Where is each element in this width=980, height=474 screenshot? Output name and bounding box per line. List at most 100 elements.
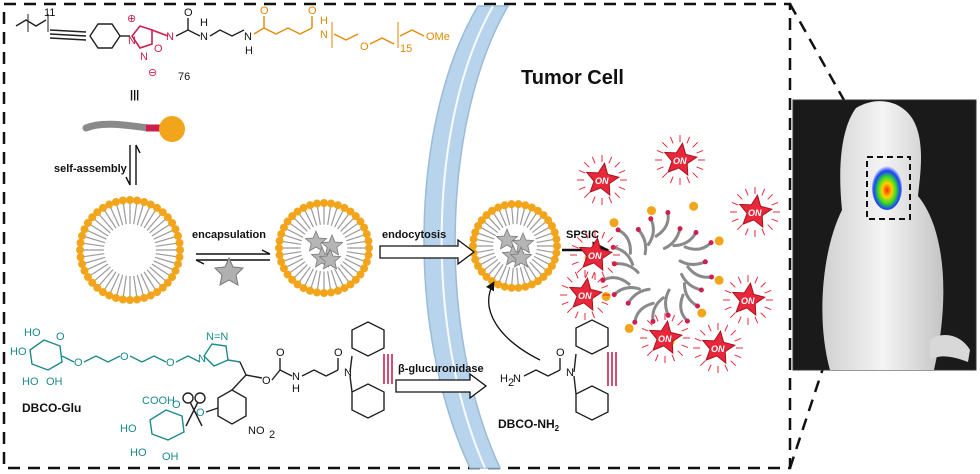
cleaved-tail (601, 276, 631, 286)
glow-ray (767, 224, 774, 231)
lipid-head (111, 198, 120, 207)
on-star-label: ON (588, 251, 602, 261)
on-star: ON (693, 323, 743, 373)
lipid-tail (310, 270, 318, 289)
lipid-tail (523, 265, 532, 282)
glow-ray (591, 271, 596, 279)
svg-text:O: O (120, 351, 129, 363)
lipid-head (163, 278, 172, 287)
lipid-head (477, 267, 486, 276)
cleaved-tail (612, 262, 640, 274)
glow-ray (607, 267, 614, 274)
glow-ray (760, 281, 767, 288)
lipid-head (360, 264, 369, 273)
lipid-head (140, 293, 149, 302)
lipid-tail (477, 232, 495, 240)
lipid-tail (330, 270, 338, 289)
glow-ray (601, 231, 606, 239)
cleaved-linker (665, 312, 671, 318)
cleaved-tail (626, 287, 651, 305)
cell-membrane (423, 5, 510, 469)
lipid-tail (346, 254, 365, 262)
lipid-head (83, 273, 92, 282)
svg-text:N: N (292, 371, 300, 383)
lipid-tail (304, 210, 314, 228)
glow-ray (576, 236, 583, 243)
lipid-head (105, 291, 114, 300)
lipid-head (171, 225, 180, 234)
glow-ray (734, 337, 742, 342)
lipid-head (277, 257, 286, 266)
glow-ray (597, 307, 604, 314)
cleaved-linker (625, 300, 631, 306)
lipid-head (158, 208, 167, 217)
svg-text:NO: NO (248, 425, 265, 437)
lipid-tail (283, 234, 302, 242)
lipid-tail (155, 253, 177, 258)
lipid-tail (337, 213, 350, 230)
lipid-tail (347, 251, 366, 256)
lipid-head (275, 251, 284, 260)
lipid-head (471, 228, 480, 237)
lipid-tail (483, 221, 499, 234)
svg-text:O: O (276, 347, 285, 359)
glow-ray (576, 267, 583, 274)
encapsulated-drug-star (304, 229, 328, 252)
glow-ray (654, 354, 659, 362)
uptake-curved-arrow (485, 281, 541, 361)
lipid-tail (282, 251, 301, 256)
self-assembly-label: self-assembly (54, 163, 128, 175)
encapsulated-drug-star (320, 233, 344, 256)
svg-text:H: H (320, 15, 328, 27)
lipid-head (550, 228, 559, 237)
encapsulated-drug-star (495, 227, 519, 250)
lipid-tail (289, 261, 306, 274)
lipid-head (356, 270, 365, 279)
glow-ray (646, 319, 653, 326)
lipid-head (98, 288, 107, 297)
lipid-tail (330, 207, 338, 226)
glow-ray (583, 161, 590, 168)
lipid-head (277, 230, 286, 239)
lipid-tail (531, 258, 547, 271)
lipid-tail (86, 260, 107, 271)
lipid-tail (519, 208, 526, 225)
lipid-head (469, 235, 478, 244)
glow-ray (584, 271, 589, 279)
lipid-head (98, 203, 107, 212)
lipid-tail (483, 258, 499, 271)
cleaved-tail (636, 228, 648, 256)
glow-ray (591, 311, 596, 319)
lipid-head (279, 264, 288, 273)
lipid-head (533, 206, 542, 215)
lipid-head (539, 272, 548, 281)
lipid-tail (283, 254, 302, 262)
lipid-head (494, 280, 503, 289)
released-head (714, 236, 724, 246)
lipid-head (364, 236, 373, 245)
svg-text:O: O (56, 331, 65, 343)
svg-text:O: O (262, 375, 271, 387)
lipid-head (327, 199, 336, 208)
lipid-tail (340, 264, 355, 279)
lipid-head (474, 261, 483, 270)
lipid-head (346, 280, 355, 289)
lipid-head (544, 267, 553, 276)
lipid-tail (504, 267, 511, 284)
glow-ray (656, 149, 664, 154)
lipid-head (306, 201, 315, 210)
lipid-head (306, 286, 315, 295)
lipid-tail (116, 274, 124, 296)
svg-text:N: N (320, 29, 328, 41)
lipid-tail (153, 260, 174, 271)
lipid-tail (154, 236, 176, 244)
lipid-head (333, 286, 342, 295)
on-star-shape (568, 276, 604, 312)
glow-ray (760, 312, 767, 319)
glow-ray (744, 228, 749, 236)
glow-ray (618, 169, 626, 174)
on-star-shape (731, 281, 767, 317)
glow-ray (724, 289, 732, 294)
lipid-head (333, 201, 342, 210)
lipid-tail (286, 228, 304, 238)
